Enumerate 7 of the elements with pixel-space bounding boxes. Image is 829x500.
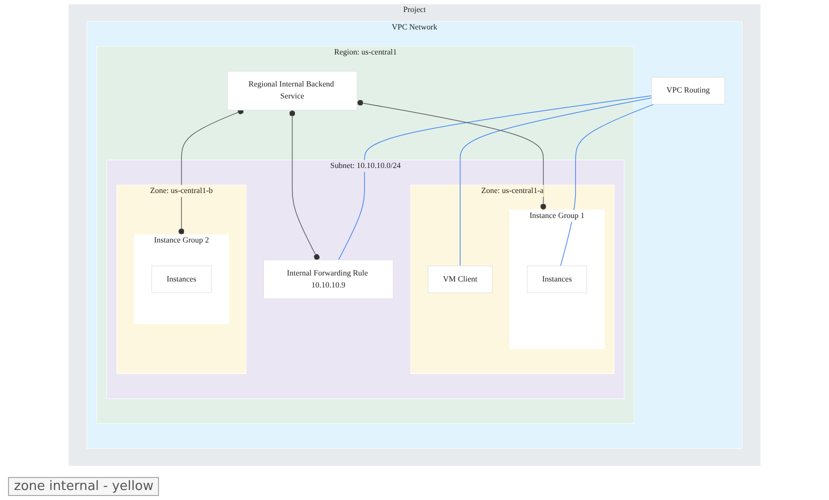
connector <box>356 100 546 210</box>
connector <box>338 95 652 260</box>
tooltip: zone internal - yellow <box>8 477 160 496</box>
connector <box>289 110 320 260</box>
connector <box>460 97 652 266</box>
connector <box>560 104 654 266</box>
connector <box>178 108 244 236</box>
